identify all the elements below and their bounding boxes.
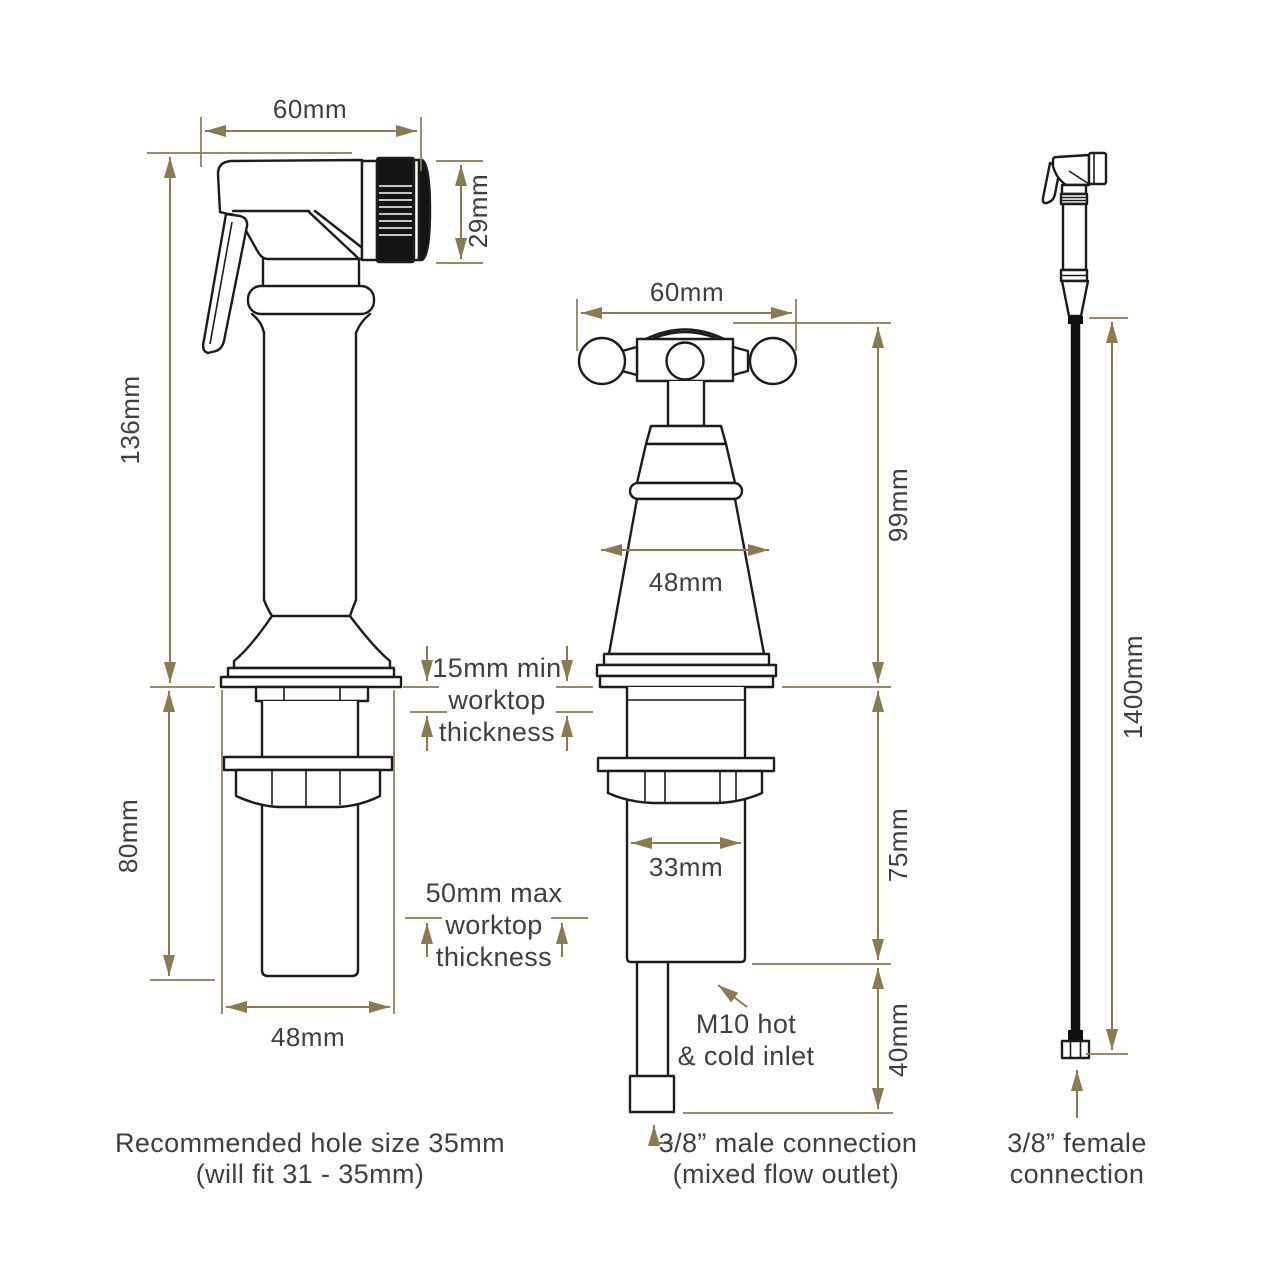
worktop-thickness-annotations xyxy=(403,646,593,957)
dim-label-left-height-above: 136mm xyxy=(115,375,145,464)
dim-label-hose-length: 1400mm xyxy=(1118,635,1148,739)
nozzle-ribs xyxy=(379,185,412,236)
dim-label-middle-shank-width: 33mm xyxy=(649,852,723,882)
middle-figure-valve-drawing xyxy=(577,328,798,1114)
left-figure-spray-head-drawing xyxy=(201,156,432,978)
caption-middle-line2: (mixed flow outlet) xyxy=(673,1159,900,1189)
dim-label-left-head-height: 29mm xyxy=(463,174,493,248)
right-figure-dimensions xyxy=(1071,317,1128,1118)
note-inlet-line1: M10 hot xyxy=(696,1009,796,1039)
note-inlet-line2: & cold inlet xyxy=(678,1041,815,1071)
dim-label-left-base-width: 48mm xyxy=(271,1022,345,1052)
middle-figure-dimensions xyxy=(576,299,893,1146)
note-max-worktop-line1: 50mm max xyxy=(426,878,563,908)
note-min-worktop-line2: worktop xyxy=(447,685,545,715)
caption-left-line1: Recommended hole size 35mm xyxy=(115,1128,505,1158)
dim-label-middle-inlet-length: 40mm xyxy=(883,1003,913,1077)
note-max-worktop-line3: thickness xyxy=(436,942,552,972)
note-min-worktop-line1: 15mm min xyxy=(432,653,561,683)
left-figure-dimensions xyxy=(147,117,483,1014)
note-min-worktop-line3: thickness xyxy=(439,717,555,747)
dim-label-left-top-width: 60mm xyxy=(273,94,347,124)
dim-label-middle-handle-width: 60mm xyxy=(650,277,724,307)
right-figure-hose-drawing xyxy=(1041,151,1108,1060)
caption-right-line1: 3/8” female xyxy=(1007,1128,1146,1158)
dim-label-middle-body-width: 48mm xyxy=(649,567,723,597)
dim-label-left-depth-below: 80mm xyxy=(113,799,143,873)
caption-middle-line1: 3/8” male connection xyxy=(659,1128,918,1158)
dim-label-middle-height-above: 99mm xyxy=(883,468,913,542)
dim-label-middle-depth-below: 75mm xyxy=(883,808,913,882)
caption-left-line2: (will fit 31 - 35mm) xyxy=(196,1159,425,1189)
caption-right-line2: connection xyxy=(1010,1159,1145,1189)
note-max-worktop-line2: worktop xyxy=(444,910,542,940)
